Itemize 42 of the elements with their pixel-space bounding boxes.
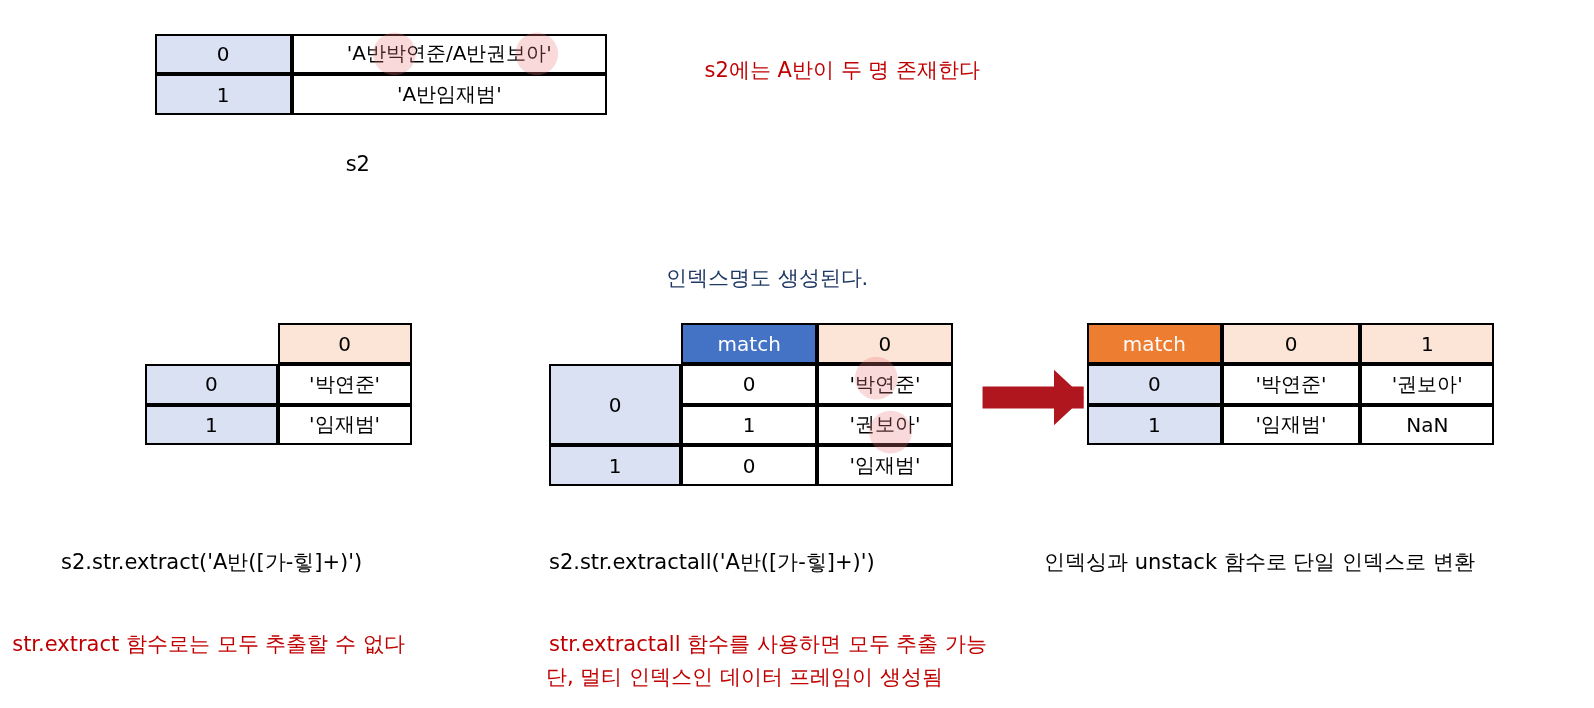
table-cell: NaN: [1360, 404, 1495, 446]
table-cell: 'A반임재범': [291, 74, 607, 115]
table-cell: '박연준': [817, 363, 953, 405]
table-cell: 1: [1086, 404, 1222, 446]
note-text: s2에는 A반이 두 명 존재한다: [704, 56, 980, 84]
table-cell: 0: [681, 445, 818, 486]
code-text: s2.str.extract('A반([가-힣]+)'): [61, 548, 363, 576]
code-text: s2.str.extractall('A반([가-힣]+)'): [548, 548, 875, 576]
table-cell: 1: [145, 404, 278, 446]
table-cell: 1: [681, 404, 818, 446]
table-cell: 'A반박연준/A반권보아': [291, 33, 607, 75]
table-cell: 1: [154, 74, 292, 115]
table-cell: 0: [817, 323, 953, 364]
data-table: [154, 33, 607, 115]
note-text: 단, 멀티 인덱스인 데이터 프레임이 생성됨: [545, 663, 943, 691]
table-cell: '임재범': [817, 445, 953, 486]
table-cell: 0: [1221, 323, 1361, 364]
caption-text: s2: [345, 152, 370, 177]
table-cell: match: [681, 323, 818, 364]
table-cell: 1: [1360, 323, 1495, 364]
data-table: [548, 323, 953, 486]
note-text: 인덱스명도 생성된다.: [665, 265, 869, 293]
table-cell: 0: [145, 363, 278, 405]
table-cell: '임재범': [1221, 404, 1361, 446]
table-cell: match: [1086, 323, 1222, 364]
table-cell: '박연준': [1221, 363, 1361, 405]
table-cell: '박연준': [277, 363, 412, 405]
note-text: str.extractall 함수를 사용하면 모두 추출 가능: [548, 631, 987, 659]
table-cell: '임재범': [277, 404, 412, 446]
data-table: [145, 323, 412, 446]
table-cell: 0: [154, 33, 292, 75]
table-cell: 0: [681, 363, 818, 405]
table-cell: '권보아': [1360, 363, 1495, 405]
table-cell: 1: [548, 445, 682, 486]
table-cell: 0: [1086, 363, 1222, 405]
data-table: [1086, 323, 1495, 446]
arrow: [982, 369, 1084, 426]
note-text: str.extract 함수로는 모두 추출할 수 없다: [12, 631, 405, 659]
table-cell: 0: [277, 323, 412, 364]
code-text: 인덱싱과 unstack 함수로 단일 인덱스로 변환: [1044, 548, 1475, 576]
table-cell: 0: [548, 363, 682, 446]
table-cell: '권보아': [817, 404, 953, 446]
